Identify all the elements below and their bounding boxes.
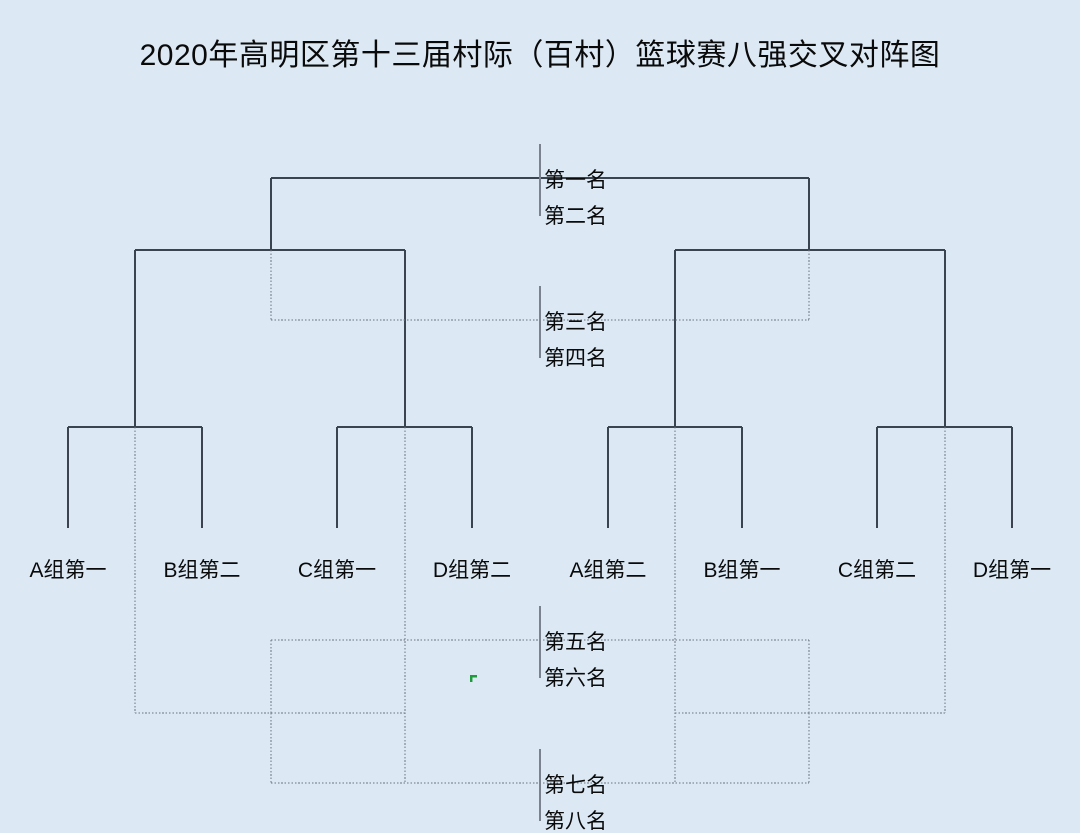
team-label-t3: C组第一 — [297, 559, 377, 582]
rank-label-r7: 第七名 — [544, 774, 607, 797]
rank-label-r5: 第五名 — [544, 631, 607, 654]
rank-label-r1: 第一名 — [544, 169, 607, 192]
rank-label-r2: 第二名 — [544, 205, 607, 228]
rank-label-r3: 第三名 — [544, 311, 607, 334]
team-label-t1: A组第一 — [29, 559, 107, 582]
page-title: 2020年高明区第十三届村际（百村）篮球赛八强交叉对阵图 — [139, 39, 941, 72]
team-label-t4: D组第二 — [432, 559, 512, 582]
rank-label-r8: 第八名 — [544, 810, 607, 833]
rank-label-r4: 第四名 — [544, 347, 607, 370]
rank-label-r6: 第六名 — [544, 667, 607, 690]
team-label-t5: A组第二 — [569, 559, 647, 582]
team-label-t8: D组第一 — [972, 559, 1052, 582]
team-label-t7: C组第二 — [837, 559, 917, 582]
team-label-t2: B组第二 — [163, 559, 241, 582]
team-label-t6: B组第一 — [703, 559, 781, 582]
